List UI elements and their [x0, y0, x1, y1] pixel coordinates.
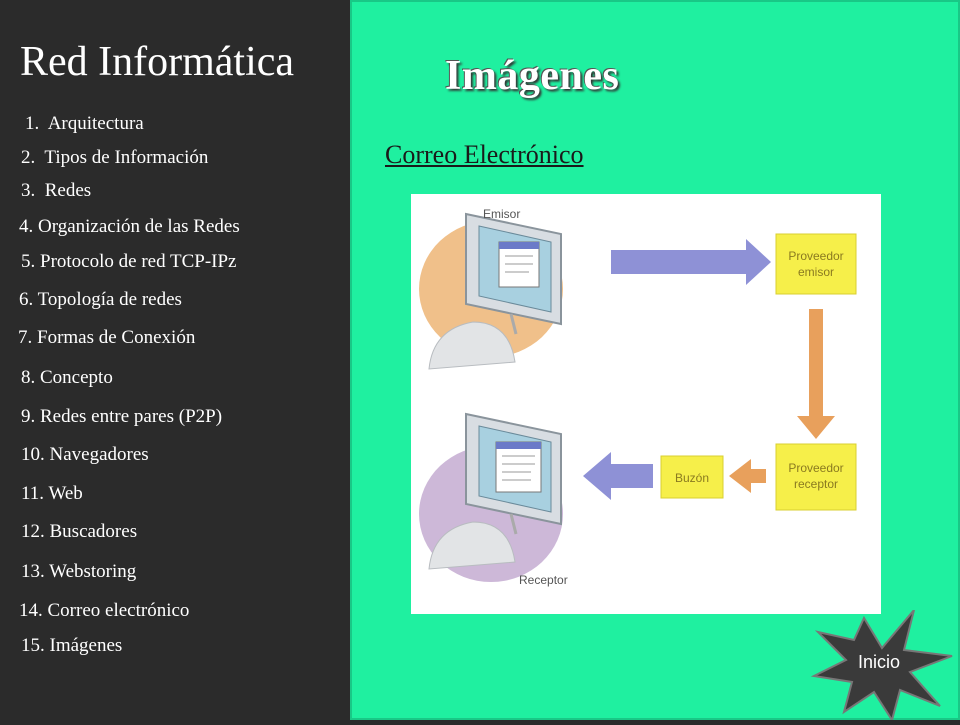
receiver-provider-line1: Proveedor [788, 461, 843, 475]
home-button[interactable]: Inicio [804, 609, 954, 723]
mailbox-label: Buzón [675, 471, 709, 485]
page-title: Imágenes [445, 53, 620, 99]
nav-item-protocolo-tcp-ip[interactable]: 5. Protocolo de red TCP-IPz [21, 251, 237, 272]
nav-item-formas-conexion[interactable]: 7. Formas de Conexión [18, 327, 196, 348]
nav-item-redes[interactable]: 3. Redes [21, 180, 92, 201]
email-flow-diagram: Emisor Receptor Proveedor emisor Proveed… [411, 194, 881, 614]
sender-label: Emisor [483, 207, 520, 221]
slide-content: Imágenes Correo Electrónico [350, 0, 960, 723]
sender-provider-line1: Proveedor [788, 249, 843, 263]
receiver-provider-box [775, 443, 857, 511]
nav-item-buscadores[interactable]: 12. Buscadores [21, 521, 138, 542]
nav-item-concepto[interactable]: 8. Concepto [21, 367, 113, 388]
sender-provider-line2: emisor [798, 265, 834, 279]
sender-provider-box [775, 233, 857, 295]
nav-item-navegadores[interactable]: 10. Navegadores [21, 444, 149, 465]
nav-item-imagenes[interactable]: 15. Imágenes [21, 635, 123, 656]
sender-computer-icon [428, 212, 562, 370]
arrow-to-sender-provider [611, 239, 771, 285]
sidebar-title: Red Informática [20, 39, 295, 85]
nav-item-organizacion-redes[interactable]: 4. Organización de las Redes [19, 216, 240, 237]
mailbox-box [660, 455, 724, 499]
receiver-provider-line2: receptor [794, 477, 838, 491]
receiver-label: Receptor [519, 573, 568, 587]
subtitle-link[interactable]: Correo Electrónico [385, 140, 584, 169]
sidebar: Red Informática 1. Arquitectura 2. Tipos… [0, 0, 350, 720]
nav-item-tipos-informacion[interactable]: 2. Tipos de Información [21, 147, 209, 168]
arrow-to-receiver [583, 452, 653, 500]
nav-item-correo-electronico[interactable]: 14. Correo electrónico [19, 600, 190, 621]
nav-item-topologia[interactable]: 6. Topología de redes [19, 289, 182, 310]
home-button-label: Inicio [857, 652, 901, 672]
arrow-down-to-receiver-provider [797, 309, 835, 439]
nav-item-arquitectura[interactable]: 1. Arquitectura [25, 113, 144, 134]
nav-item-webstoring[interactable]: 13. Webstoring [21, 561, 137, 582]
receiver-computer-icon [428, 412, 562, 570]
nav-item-p2p[interactable]: 9. Redes entre pares (P2P) [21, 406, 223, 427]
nav-item-web[interactable]: 11. Web [21, 483, 83, 504]
arrow-to-mailbox [729, 459, 766, 493]
email-flow-svg: Emisor Receptor Proveedor emisor Proveed… [419, 207, 857, 587]
